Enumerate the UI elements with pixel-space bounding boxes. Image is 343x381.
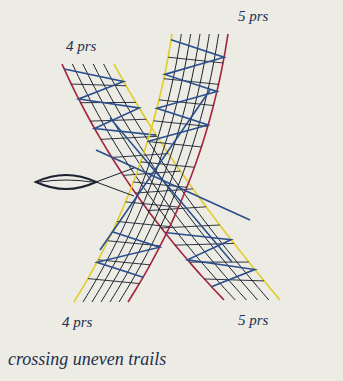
weaver-thread <box>126 202 179 207</box>
worker-zigzag <box>97 232 160 278</box>
bobbin <box>40 180 92 182</box>
weaver-thread <box>175 243 234 245</box>
weaver-thread <box>88 279 139 284</box>
bobbin-thread <box>96 168 134 182</box>
worker-thread <box>100 90 210 250</box>
weaver-thread <box>117 221 170 226</box>
trail-edge <box>128 34 228 302</box>
worker-zigzag <box>64 69 156 135</box>
weaver-thread <box>90 119 146 121</box>
bobbin <box>36 175 96 189</box>
worker-thread <box>96 150 250 220</box>
bobbin-thread <box>96 182 134 196</box>
pair-count-label: 4 prs <box>60 314 94 331</box>
passive-thread <box>72 64 235 300</box>
pair-count-label: 5 prs <box>236 8 270 25</box>
pair-count-label: 4 prs <box>64 38 98 55</box>
weaver-thread <box>204 279 264 281</box>
weaver-thread <box>134 182 187 187</box>
trail-edge <box>114 64 280 300</box>
caption: crossing uneven trails <box>8 350 166 370</box>
pair-count-label: 5 prs <box>236 312 270 329</box>
worker-thread <box>110 118 232 262</box>
worker-zigzag <box>165 233 255 287</box>
